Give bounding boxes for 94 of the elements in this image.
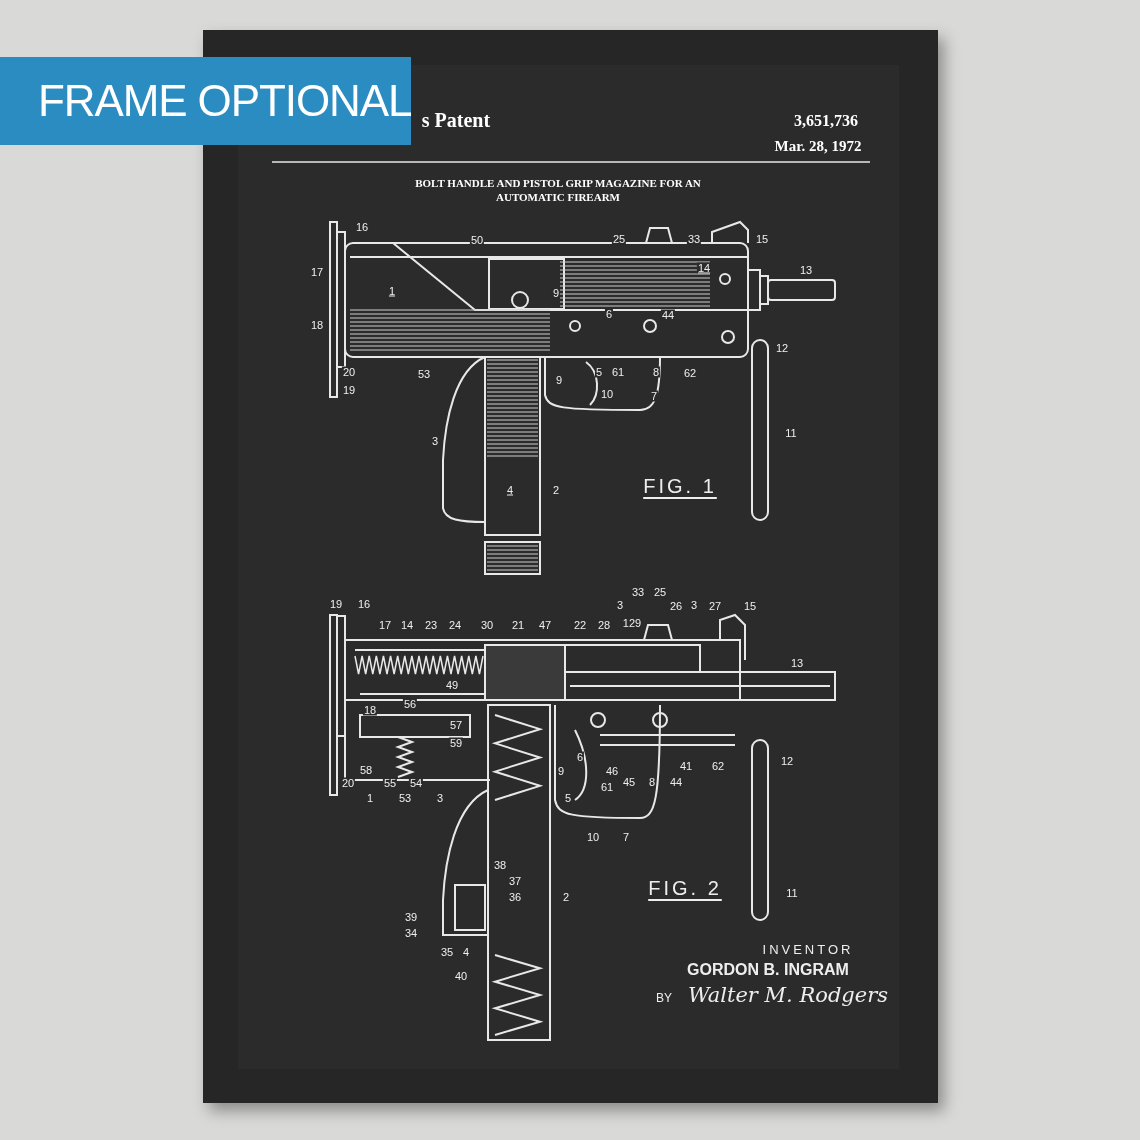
- callout-number: 21: [510, 619, 526, 631]
- callout-number: 3: [689, 599, 699, 611]
- callout-number: 8: [647, 776, 657, 788]
- callout-number: 62: [682, 367, 698, 379]
- frame-banner: FRAME OPTIONAL: [0, 57, 411, 145]
- callout-number: 18: [309, 319, 325, 331]
- callout-number: 40: [453, 970, 469, 982]
- callout-number: 36: [507, 891, 523, 903]
- callout-number: 15: [742, 600, 758, 612]
- patent-date: Mar. 28, 1972: [774, 136, 862, 156]
- callout-number: 11: [784, 427, 798, 439]
- callout-number: 56: [402, 698, 418, 710]
- callout-number: 19: [328, 598, 344, 610]
- callout-number: 2: [551, 484, 561, 496]
- callout-number: 49: [444, 679, 460, 691]
- callout-number: 27: [707, 600, 723, 612]
- callout-number: 22: [572, 619, 588, 631]
- callout-number: 53: [416, 368, 432, 380]
- callout-number: 11: [785, 887, 799, 899]
- callout-number: 12: [779, 755, 795, 767]
- callout-number: 20: [341, 366, 357, 378]
- callout-number: 17: [309, 266, 325, 278]
- callout-number: 8: [651, 366, 661, 378]
- callout-number: 14: [696, 262, 712, 274]
- patent-heading: s Patent: [421, 108, 491, 133]
- callout-number: 44: [660, 309, 676, 321]
- callout-number: 3: [430, 435, 440, 447]
- callout-number: 30: [479, 619, 495, 631]
- callout-number: 3: [435, 792, 445, 804]
- callout-number: 41: [678, 760, 694, 772]
- callout-number: 34: [403, 927, 419, 939]
- patent-number: 3,651,736: [794, 111, 858, 131]
- callout-number: 61: [599, 781, 615, 793]
- callout-number: 55: [382, 777, 398, 789]
- callout-number: 61: [610, 366, 626, 378]
- figure-label: FIG. 2: [648, 876, 722, 901]
- signature: Walter M. Rodgers: [688, 982, 888, 1010]
- callout-number: 19: [341, 384, 357, 396]
- callout-number: 25: [652, 586, 668, 598]
- callout-number: 25: [611, 233, 627, 245]
- callout-number: 17: [377, 619, 393, 631]
- callout-number: 45: [621, 776, 637, 788]
- callout-number: 12: [774, 342, 790, 354]
- callout-number: 9: [554, 374, 564, 386]
- callout-number: 16: [354, 221, 370, 233]
- inventor-label: INVENTOR: [762, 941, 854, 960]
- callout-number: 38: [492, 859, 508, 871]
- callout-number: 3: [615, 599, 625, 611]
- callout-number: 33: [630, 586, 646, 598]
- callout-number: 24: [447, 619, 463, 631]
- callout-number: 2: [561, 891, 571, 903]
- callout-number: 62: [710, 760, 726, 772]
- callout-number: 37: [507, 875, 523, 887]
- callout-number: 10: [599, 388, 615, 400]
- callout-number: 14: [399, 619, 415, 631]
- callout-number: 20: [340, 777, 356, 789]
- callout-number: 57: [448, 719, 464, 731]
- attorney-prefix: BY: [656, 990, 672, 1007]
- callout-number: 46: [604, 765, 620, 777]
- callout-number: 4: [505, 484, 515, 496]
- callout-number: 1: [365, 792, 375, 804]
- callout-number: 4: [461, 946, 471, 958]
- callout-number: 33: [686, 233, 702, 245]
- callout-number: 129: [621, 617, 643, 629]
- callout-number: 15: [754, 233, 770, 245]
- callout-number: 18: [362, 704, 378, 716]
- callout-number: 50: [469, 234, 485, 246]
- callout-number: 23: [423, 619, 439, 631]
- callout-number: 58: [358, 764, 374, 776]
- callout-number: 16: [356, 598, 372, 610]
- callout-number: 10: [585, 831, 601, 843]
- callout-number: 59: [448, 737, 464, 749]
- figure-label: FIG. 1: [643, 474, 717, 499]
- callout-number: 6: [604, 308, 614, 320]
- callout-number: 5: [563, 792, 573, 804]
- callout-number: 54: [408, 777, 424, 789]
- callout-number: 13: [789, 657, 805, 669]
- callout-number: 7: [621, 831, 631, 843]
- callout-number: 9: [556, 765, 566, 777]
- callout-number: 35: [439, 946, 455, 958]
- callout-number: 1: [387, 285, 397, 297]
- callout-number: 9: [551, 287, 561, 299]
- callout-number: 53: [397, 792, 413, 804]
- patent-title: BOLT HANDLE AND PISTOL GRIP MAGAZINE FOR AN AUTOMATIC FIREARM: [414, 176, 702, 204]
- callout-number: 47: [537, 619, 553, 631]
- callout-number: 5: [594, 366, 604, 378]
- callout-number: 7: [649, 390, 659, 402]
- callout-number: 44: [668, 776, 684, 788]
- callout-number: 39: [403, 911, 419, 923]
- callout-number: 6: [575, 751, 585, 763]
- callout-number: 28: [596, 619, 612, 631]
- inventor-name: GORDON B. INGRAM: [687, 960, 849, 980]
- callout-number: 13: [798, 264, 814, 276]
- callout-number: 26: [668, 600, 684, 612]
